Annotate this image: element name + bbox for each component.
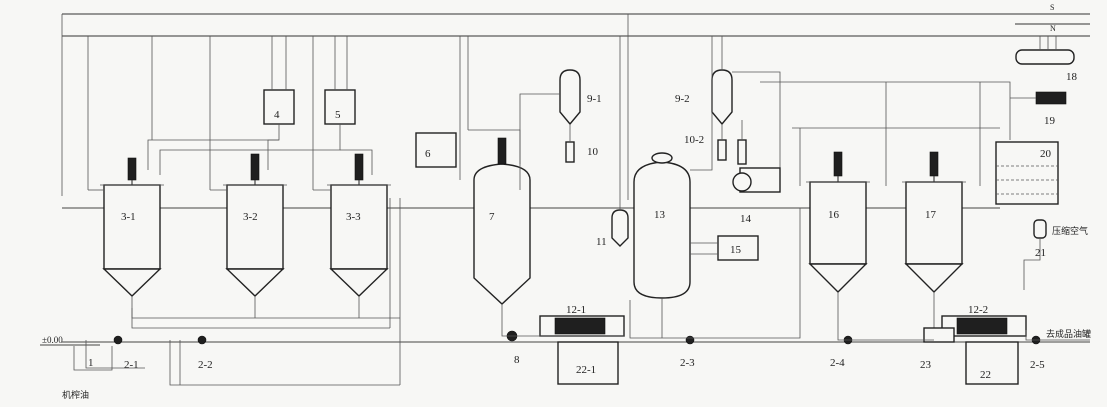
label-6: 6 [425, 148, 431, 160]
label-22: 22 [980, 369, 991, 381]
bottom-piping [85, 198, 1090, 386]
label-8: 8 [514, 354, 520, 366]
label-13: 13 [654, 209, 666, 221]
label-9-1: 9-1 [587, 93, 602, 105]
label-20: 20 [1040, 148, 1052, 160]
tank-18 [1015, 36, 1075, 65]
label-2-5: 2-5 [1030, 359, 1045, 371]
label-9-2: 9-2 [675, 93, 690, 105]
steam-generator-14 [732, 120, 781, 193]
vacuum-pump-19 [1010, 91, 1067, 105]
label-21: 21 [1035, 247, 1046, 259]
bleaching-tank-3-1 [100, 157, 164, 308]
label-crude-oil: 机榨油 [62, 389, 89, 400]
filter-press-12-1 [539, 315, 625, 337]
heater-6 [415, 132, 457, 168]
crude-oil-tank-1 [73, 346, 113, 371]
label-19: 19 [1044, 115, 1056, 127]
heat-exchanger-15 [690, 235, 759, 261]
label-22-1: 22-1 [576, 364, 596, 376]
vacuum-unit-9-1 [519, 69, 581, 190]
bleaching-tank-3-2 [223, 153, 287, 308]
label-2-3: 2-3 [680, 357, 695, 369]
label-23: 23 [920, 359, 932, 371]
header-pipes [61, 13, 1090, 196]
label-2-4: 2-4 [830, 357, 845, 369]
receiving-tank-22 [965, 341, 1019, 385]
label-line-n: N [1050, 24, 1056, 33]
label-4: 4 [274, 109, 280, 121]
label-7: 7 [489, 211, 495, 223]
label-10: 10 [587, 146, 599, 158]
label-1: 1 [88, 357, 94, 369]
label-3-3: 3-3 [346, 211, 361, 223]
label-18: 18 [1066, 71, 1078, 83]
right-manifold-pipes [760, 81, 1011, 186]
label-3-2: 3-2 [243, 211, 258, 223]
label-5: 5 [335, 109, 341, 121]
bleaching-tank-3-3 [327, 153, 391, 308]
label-to-product-tank: 去成品油罐 [1046, 328, 1091, 339]
separator-11 [611, 14, 629, 247]
filter-press-12-2 [941, 315, 1027, 337]
label-15: 15 [730, 244, 742, 256]
tank-7 [459, 36, 531, 305]
label-12-2: 12-2 [968, 304, 988, 316]
deodorizer-13 [633, 36, 713, 338]
label-11: 11 [596, 236, 607, 248]
water-tank-20 [995, 141, 1059, 205]
label-line-s: S [1050, 3, 1054, 12]
vacuum-unit-9-2 [711, 36, 781, 190]
label-14: 14 [740, 213, 752, 225]
label-16: 16 [828, 209, 840, 221]
label-17: 17 [925, 209, 937, 221]
label-10-2: 10-2 [684, 134, 704, 146]
label-12-1: 12-1 [566, 304, 586, 316]
label-compressed-air: 压缩空气 [1052, 225, 1088, 236]
label-3-1: 3-1 [121, 211, 136, 223]
label-2-2: 2-2 [198, 359, 213, 371]
receiving-tank-22-1 [557, 341, 619, 385]
label-elevation: ±0.00 [42, 335, 63, 345]
tank-23 [923, 327, 955, 343]
label-2-1: 2-1 [124, 359, 139, 371]
dosing-piping [87, 36, 373, 191]
air-receiver-21 [1023, 219, 1047, 290]
tank-16 [806, 151, 870, 330]
dosing-tank-5 [324, 36, 356, 125]
tank-17 [902, 151, 966, 330]
